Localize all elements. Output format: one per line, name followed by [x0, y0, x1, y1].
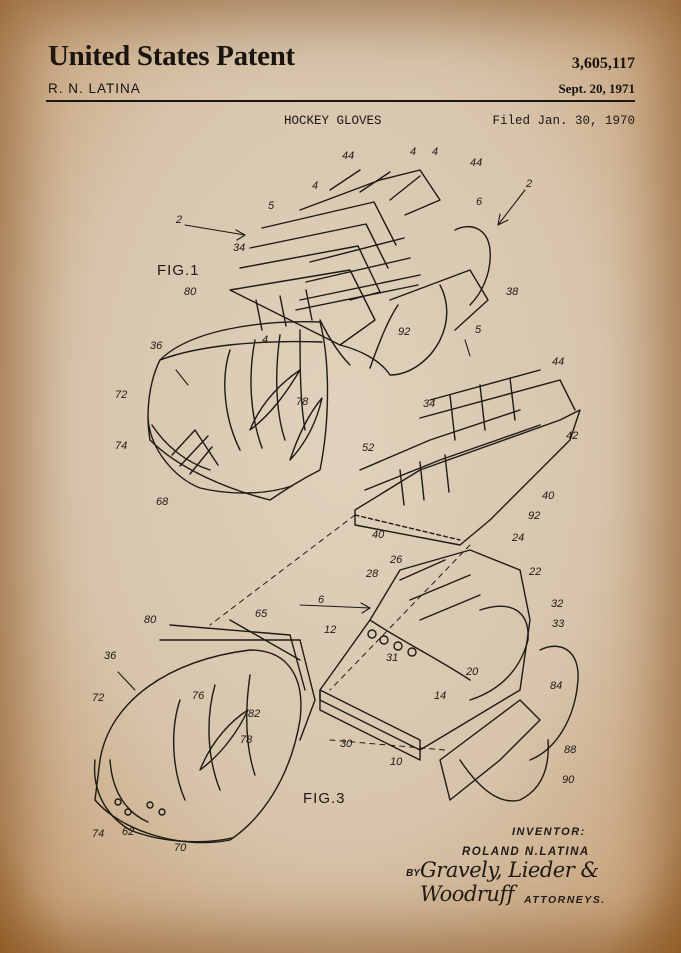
- ref-number: 5: [475, 324, 482, 336]
- ref-number: 42: [566, 430, 579, 442]
- ref-number: 31: [386, 652, 399, 664]
- ref-number: 68: [156, 496, 169, 508]
- ref-number: 72: [115, 389, 128, 401]
- filed-date: Filed Jan. 30, 1970: [492, 114, 635, 128]
- fig1-label: FIG.1: [157, 262, 200, 279]
- fig1-fingers: [229, 169, 491, 376]
- ref-number: 70: [174, 842, 187, 854]
- ref-number: 52: [362, 442, 375, 454]
- ref-number: 84: [550, 680, 563, 692]
- ref-number: 4: [312, 180, 319, 192]
- ref-number: 78: [240, 734, 253, 746]
- ref-number: 24: [512, 532, 525, 544]
- fig3-cuff: [93, 619, 316, 844]
- ref-number: 14: [434, 690, 447, 702]
- ref-number: 6: [318, 594, 325, 606]
- assembly-lines: [209, 514, 471, 751]
- ref-number: 74: [92, 828, 105, 840]
- patent-number: 3,605,117: [571, 55, 635, 72]
- patent-date: Sept. 20, 1971: [558, 81, 635, 96]
- ref-number: 88: [564, 744, 577, 756]
- ref-number: 44: [342, 150, 355, 162]
- ref-number: 40: [542, 490, 555, 502]
- ref-number: 72: [92, 692, 105, 704]
- ref-number: 36: [150, 340, 163, 352]
- ref-number: 82: [248, 708, 261, 720]
- fig3-palm: [319, 549, 579, 802]
- ref-number: 6: [476, 196, 483, 208]
- fig1-cuff: [147, 321, 329, 501]
- ref-number: 22: [529, 566, 542, 578]
- fig3-label: FIG.3: [303, 790, 346, 807]
- ref-number: 36: [104, 650, 117, 662]
- ref-number: 2: [176, 214, 183, 226]
- ref-number: 80: [184, 286, 197, 298]
- ref-number: 62: [122, 826, 135, 838]
- ref-number: 26: [390, 554, 403, 566]
- ref-number: 34: [423, 398, 436, 410]
- by-label: BY: [406, 868, 420, 879]
- ref-number: 32: [551, 598, 564, 610]
- ref-number: 33: [552, 618, 565, 630]
- ref-number: 10: [390, 756, 403, 768]
- ref-number: 4: [410, 146, 417, 158]
- ref-number: 12: [324, 624, 337, 636]
- ref-number: 34: [233, 242, 246, 254]
- ref-number: 76: [192, 690, 205, 702]
- ref-number: 74: [115, 440, 128, 452]
- ref-number: 2: [526, 178, 533, 190]
- ref-number: 38: [506, 286, 519, 298]
- ref-number: 28: [366, 568, 379, 580]
- ref-number: 5: [268, 200, 275, 212]
- ref-number: 80: [144, 614, 157, 626]
- patent-subject: HOCKEY GLOVES: [284, 114, 382, 128]
- leader-arrows: [117, 189, 526, 691]
- ref-number: 4: [432, 146, 439, 158]
- attorney-signature: Gravely, Lieder & Woodruff: [420, 858, 599, 906]
- ref-number: 44: [552, 356, 565, 368]
- header-divider: [46, 100, 635, 102]
- ref-number: 44: [470, 157, 483, 169]
- ref-number: 92: [528, 510, 541, 522]
- ref-number: 40: [372, 529, 385, 541]
- ref-number: 4: [262, 334, 269, 346]
- patent-title: United States Patent: [48, 40, 295, 72]
- fig2-insert: [354, 369, 581, 546]
- inventor-caption: INVENTOR:: [512, 826, 586, 838]
- ref-number: 90: [562, 774, 575, 786]
- ref-number: 92: [398, 326, 411, 338]
- ref-number: 20: [466, 666, 479, 678]
- ref-number: 78: [296, 396, 309, 408]
- attorneys-caption: ATTORNEYS.: [524, 894, 606, 906]
- inventor-name: R. N. LATINA: [48, 81, 141, 96]
- ref-number: 30: [340, 738, 353, 750]
- ref-number: 65: [255, 608, 268, 620]
- inventor-signature-name: ROLAND N.LATINA: [462, 846, 590, 858]
